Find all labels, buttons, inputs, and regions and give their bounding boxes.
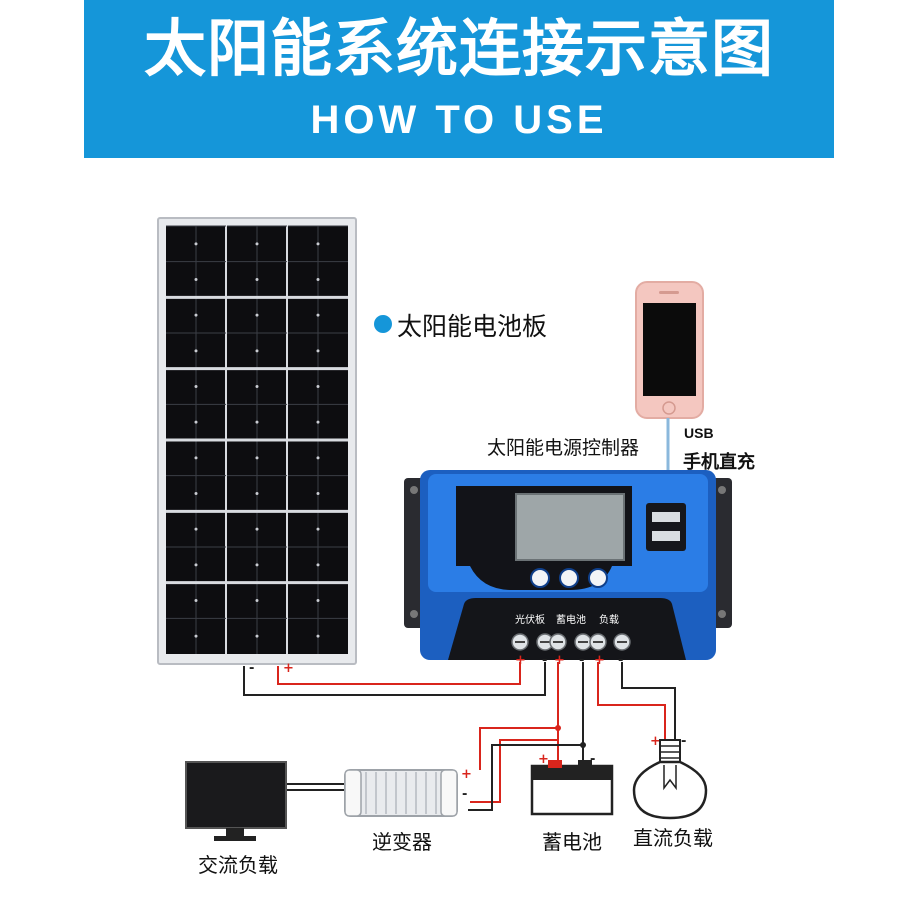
load-terminal-label: 负载	[599, 615, 619, 626]
controller-label: 太阳能电源控制器	[487, 437, 640, 459]
svg-text:+: +	[461, 767, 472, 782]
pv-terminal-label: 光伏板	[515, 615, 545, 626]
svg-text:+: +	[538, 752, 549, 767]
inverter-label: 逆变器	[372, 830, 432, 854]
svg-text:-: -	[249, 661, 254, 676]
ac-load-label: 交流负载	[198, 853, 278, 877]
solar-panel	[157, 217, 357, 665]
svg-text:-: -	[579, 653, 584, 668]
monitor-icon	[185, 761, 287, 841]
solar-panel-label: 太阳能电池板	[397, 312, 548, 341]
battery-icon	[530, 760, 614, 816]
svg-text:-: -	[681, 734, 686, 749]
header-banner: 太阳能系统连接示意图 HOW TO USE	[84, 0, 834, 158]
svg-text:-: -	[462, 787, 467, 802]
svg-text:-: -	[590, 752, 595, 767]
page-subtitle: HOW TO USE	[310, 98, 608, 142]
charge-controller	[404, 470, 732, 660]
svg-text:+: +	[515, 653, 526, 668]
svg-text:+: +	[554, 653, 565, 668]
battery-label: 蓄电池	[542, 830, 602, 854]
light-bulb-icon	[632, 739, 708, 820]
down-icon	[588, 568, 608, 588]
phone-charge-label: 手机直充	[683, 452, 755, 473]
inverter-icon	[344, 769, 458, 817]
polarity-marks: - + + - + - + - + - + - + -	[249, 653, 686, 802]
circle-bullet-icon	[374, 315, 392, 333]
svg-text:+: +	[650, 734, 661, 749]
up-icon	[559, 568, 579, 588]
usb-label: USB	[684, 425, 714, 441]
page-title: 太阳能系统连接示意图	[143, 12, 774, 85]
menu-icon	[530, 568, 550, 588]
dc-load-label: 直流负载	[633, 826, 713, 850]
phone-icon	[635, 281, 704, 419]
battery-terminal-label: 蓄电池	[556, 615, 586, 626]
svg-text:-: -	[618, 653, 623, 668]
svg-text:+: +	[283, 661, 294, 676]
svg-text:+: +	[594, 653, 605, 668]
svg-text:-: -	[542, 653, 547, 668]
